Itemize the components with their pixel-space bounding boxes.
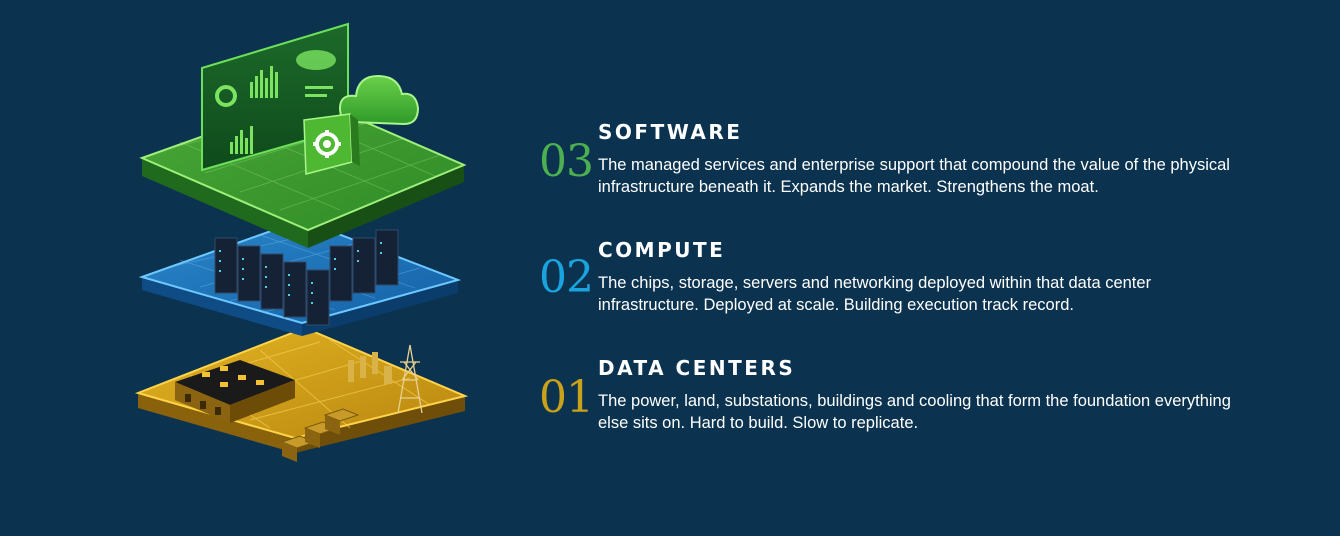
layer-title: DATA CENTERS [598,356,796,380]
layer-software: 03 SOFTWARE The managed services and ent… [539,120,1258,198]
layer-number: 01 [539,372,594,423]
layer-number: 02 [539,252,594,303]
layer-data-centers: 01 DATA CENTERS The power, land, substat… [539,356,1258,434]
layer-description: The chips, storage, servers and networki… [598,274,1152,314]
layer-list: 03 SOFTWARE The managed services and ent… [539,0,1298,536]
server-rack-icon [214,229,399,326]
cooling-units [280,408,360,462]
layer-description: The managed services and enterprise supp… [598,156,1230,196]
layer-title: SOFTWARE [598,120,743,144]
infrastructure-stack-illustration [134,22,469,462]
transmission-tower-icon [397,344,423,414]
substation [348,352,392,384]
cloud-icon [338,74,420,126]
layer-title: COMPUTE [598,238,726,262]
layer-number: 03 [539,136,594,187]
building-icon [175,360,295,423]
gear-icon [303,113,360,175]
layer-description: The power, land, substations, buildings … [598,392,1231,432]
layer-compute: 02 COMPUTE The chips, storage, servers a… [539,238,1258,316]
